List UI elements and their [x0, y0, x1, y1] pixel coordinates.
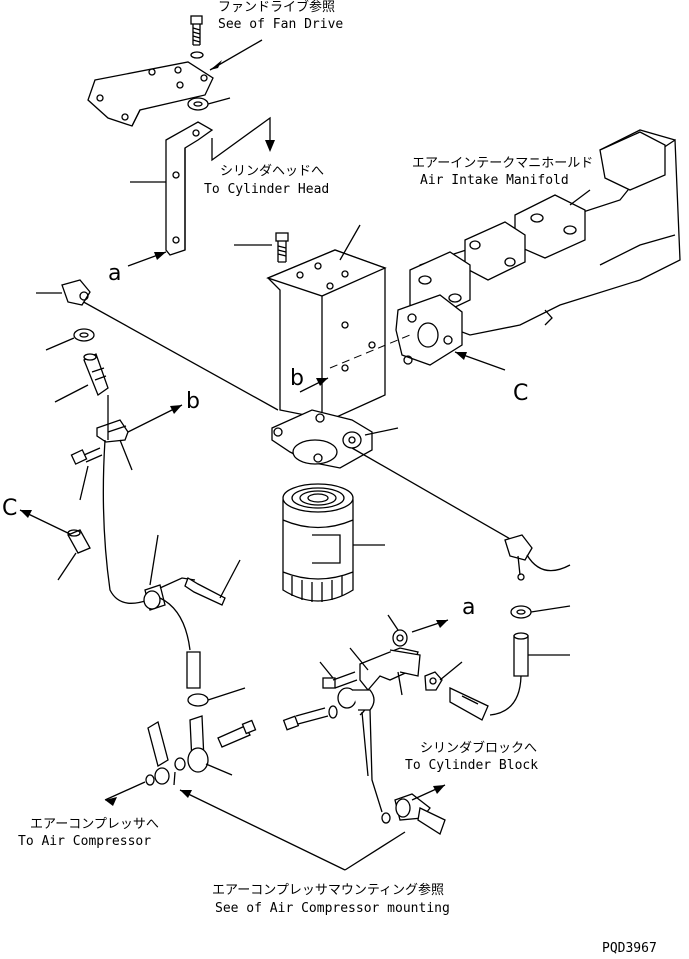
drawing-number: PQD3967 [602, 941, 657, 956]
arrow-b-center [316, 378, 328, 386]
arrow-cylinder-block [433, 785, 445, 794]
arrow-c-left [20, 510, 32, 518]
letter-b-center: b [290, 366, 304, 391]
leader-mounting-right [344, 831, 406, 871]
elbow-cylinder-block [381, 793, 446, 835]
bolt-center-upper [319, 661, 358, 689]
banjo-center [337, 687, 383, 813]
hose-center [449, 686, 489, 721]
nut-center [424, 661, 463, 691]
arrow-fan-drive [210, 60, 222, 70]
cylinder-head-leader [211, 116, 271, 162]
intake-manifold [395, 129, 681, 366]
arrow-cylinder-head [265, 140, 275, 152]
manifold-en: Air Intake Manifold [420, 173, 569, 188]
bolt-top [190, 15, 204, 59]
tube-line-left [79, 299, 279, 411]
spin-on-filter [282, 483, 385, 602]
banjo-bolt [217, 719, 257, 748]
air-compressor-jp: エアーコンプレッサへ [30, 817, 159, 832]
clamp-lower-left [143, 534, 196, 611]
fan-drive-en: See of Fan Drive [218, 17, 343, 32]
filter-bracket [266, 224, 387, 421]
clip-lower-left [187, 687, 246, 707]
washer-top [187, 97, 231, 111]
plug-left [57, 529, 91, 581]
fan-drive-jp: ファンドライブ参照 [218, 0, 335, 15]
filter-head [271, 409, 399, 469]
letter-a-left: a [108, 261, 121, 286]
hose-lower-left [186, 651, 201, 689]
arrow-mounting-left [180, 790, 192, 798]
elbow-fitting-left [36, 279, 91, 306]
tube-line-right [351, 447, 513, 541]
mounting-en: See of Air Compressor mounting [215, 901, 450, 916]
washer-left [173, 771, 176, 786]
cylinder-block-jp: シリンダブロックへ [420, 740, 537, 756]
clamp-left [96, 404, 183, 471]
clip-left [45, 328, 95, 351]
bolt-bracket [234, 232, 289, 263]
bolt-lower-left [184, 559, 241, 606]
hose-line-left [102, 439, 149, 604]
leader-manifold [569, 189, 591, 206]
manifold-jp: エアーインテークマニホールド [412, 156, 593, 171]
hose-right [513, 632, 570, 677]
letter-a-center: a [462, 595, 475, 620]
leader-air-compressor [104, 781, 146, 801]
mounting-jp: エアーコンプレッサマウンティング参照 [212, 882, 444, 898]
banjo-fitting [174, 715, 233, 776]
vertical-bracket [130, 121, 214, 256]
cylinder-block-en: To Cylinder Block [405, 758, 538, 773]
arrow-c-right [455, 352, 467, 360]
letter-c-right: C [513, 381, 528, 406]
fan-drive-bracket [87, 61, 214, 127]
elbow-air-compressor [145, 720, 170, 786]
tube-bracket-center [349, 647, 421, 716]
arrow-air-compressor [105, 797, 117, 806]
elbow-fitting-right [504, 534, 571, 581]
clip-right [510, 605, 571, 619]
hose-line-right [489, 675, 522, 716]
letter-b-left: b [186, 389, 200, 414]
dashed-alignment-line [329, 334, 411, 369]
hose-left [54, 353, 109, 403]
leader-mounting-left [179, 789, 346, 871]
tube-lower-left [159, 597, 191, 651]
bolt-left [70, 447, 103, 501]
cylinder-head-jp: シリンダヘッドへ [220, 164, 324, 179]
arrow-a-left [154, 252, 166, 260]
letter-c-left: C [2, 496, 17, 521]
cylinder-head-en: To Cylinder Head [204, 182, 329, 197]
air-compressor-en: To Air Compressor [18, 834, 151, 849]
spacer-center [387, 614, 449, 647]
bolt-center-lower [282, 705, 338, 731]
